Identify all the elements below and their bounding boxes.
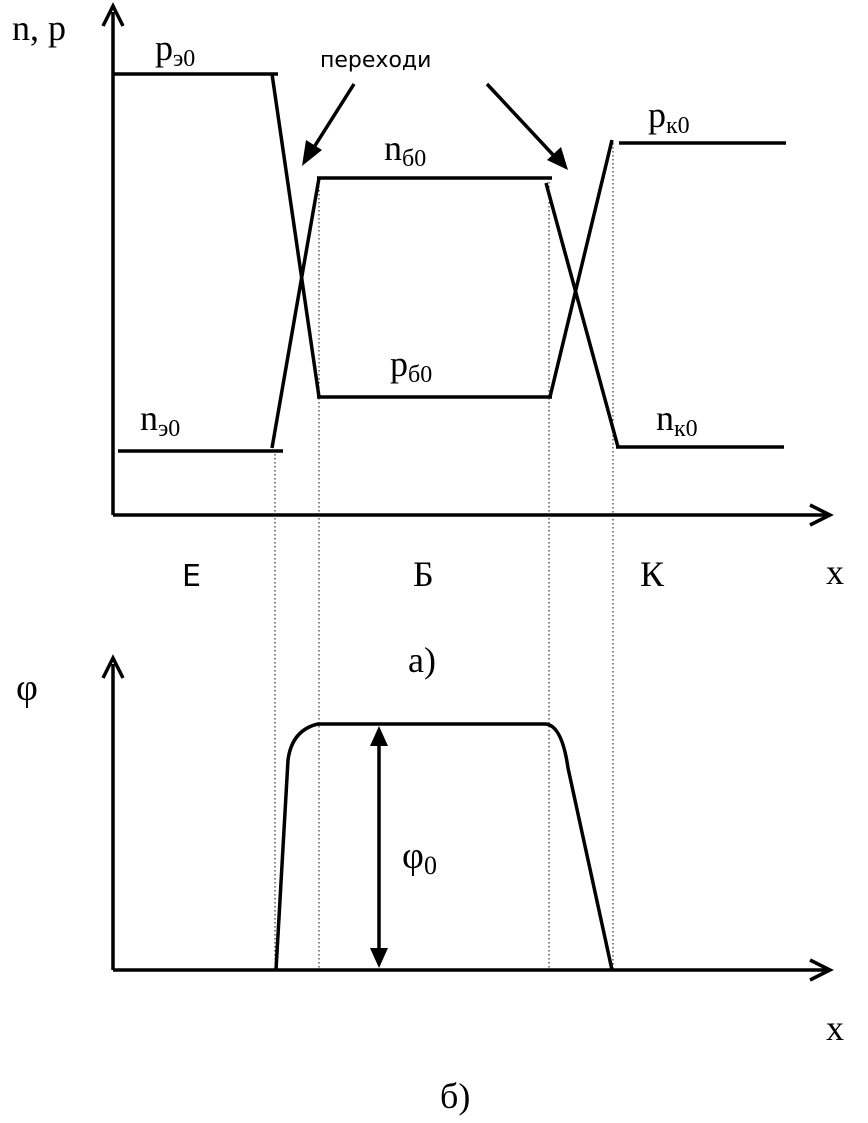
label-n-emitter: nэ0 [140,398,180,442]
n-base-collector-transition [544,182,620,448]
potential-height-arrow-bottom-icon [370,948,388,968]
p-emitter-base-transition [270,73,321,398]
p-base-collector-transition [548,139,614,398]
top-y-axis-arrow-icon [101,2,125,27]
top-x-axis-label: x [826,552,844,592]
bottom-y-axis-arrow-icon [101,654,125,679]
caption-b: б) [440,1076,470,1116]
potential-height-label: φ0 [402,835,437,880]
region-collector-label: К [640,554,665,594]
label-n-base: nб0 [384,128,426,172]
annotation-arrow-right [485,82,558,160]
label-p-emitter: pэ0 [155,28,195,72]
potential-profile-curve [274,722,614,971]
junctions-annotation: переходи [320,48,431,73]
label-p-collector: pк0 [648,95,690,139]
potential-chart: φ φ0 x б) [16,654,844,1116]
annotation-arrow-left-head-icon [302,140,322,166]
bottom-y-axis-label: φ [16,667,38,709]
caption-a: а) [408,640,436,680]
label-n-collector: nк0 [656,398,698,442]
region-emitter-label: Е [182,559,201,594]
top-x-axis-arrow-icon [809,503,834,527]
concentration-chart: n, p переходи pэ0 nб0 pк0 pб0 nэ0 nк0 Е … [12,2,844,970]
label-p-base: pб0 [390,344,432,388]
bottom-x-axis-label: x [826,1008,844,1048]
potential-height-arrow-top-icon [370,726,388,746]
bottom-x-axis-arrow-icon [809,958,834,982]
n-emitter-base-transition [270,177,321,449]
annotation-arrow-right-head-icon [547,147,568,170]
top-y-axis-label: n, p [12,8,66,48]
annotation-arrow-left [309,83,356,153]
region-base-label: Б [413,554,434,594]
